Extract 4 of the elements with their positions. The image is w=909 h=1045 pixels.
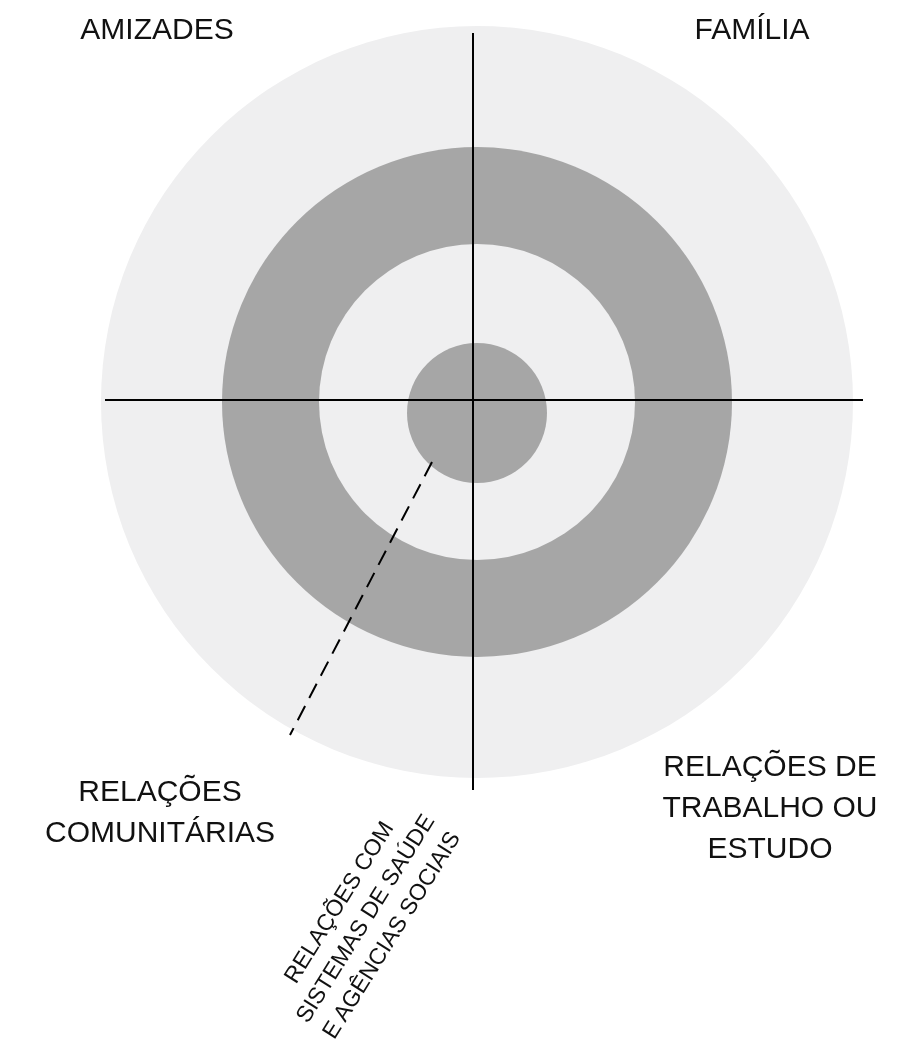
category-label: FAMÍLIA — [693, 11, 811, 47]
category-label: RELAÇÕES DE TRABALHO OU ESTUDO — [661, 748, 879, 866]
category-label: RELAÇÕES COMUNITÁRIAS — [44, 773, 276, 850]
category-label: AMIZADES — [79, 11, 235, 47]
